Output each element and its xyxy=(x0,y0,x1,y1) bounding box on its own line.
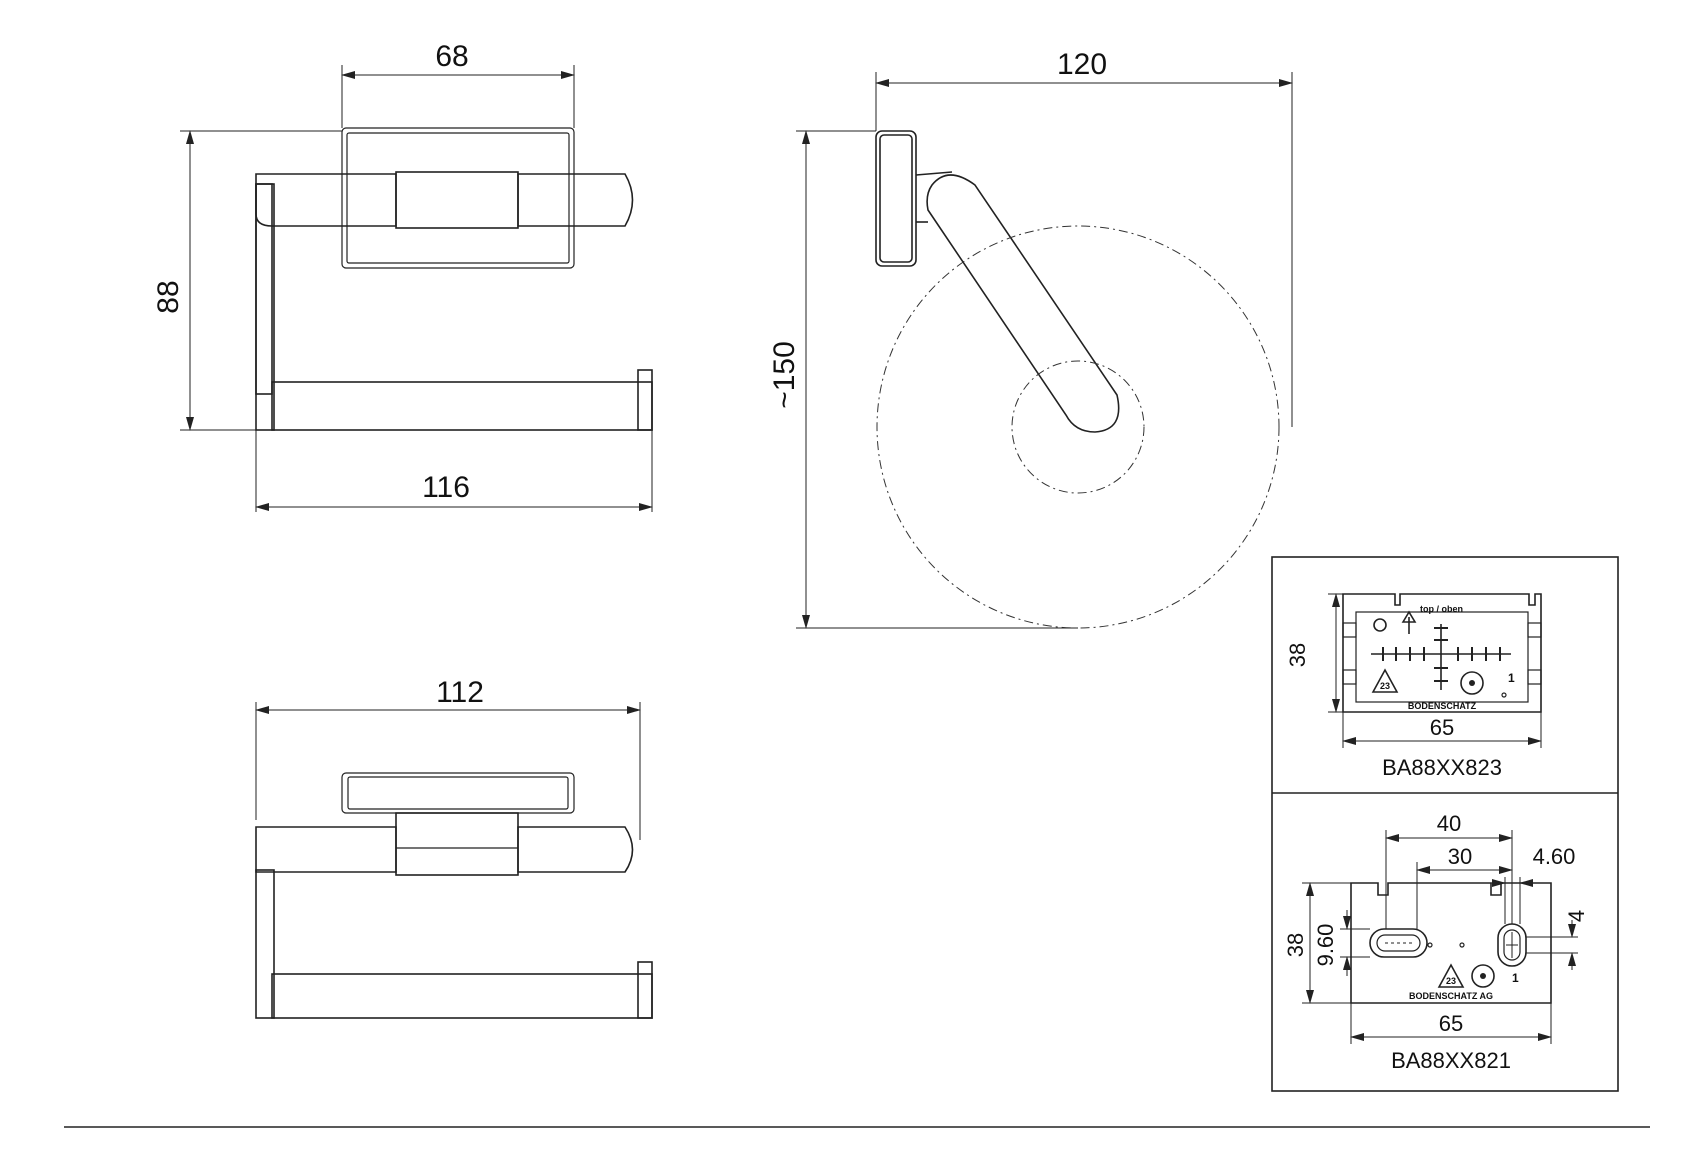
plate-821-dim-960: 9.60 xyxy=(1313,924,1338,967)
plate-821-height: 38 xyxy=(1283,933,1308,957)
plate-821-dim-40: 40 xyxy=(1437,811,1461,836)
plate-821-dim-460: 4.60 xyxy=(1533,844,1576,869)
core-outline xyxy=(1011,360,1145,494)
plate-821-code: BA88XX821 xyxy=(1391,1048,1511,1073)
dim-roll-width: 120 xyxy=(1057,48,1107,81)
dim-bottom-length: 112 xyxy=(436,676,484,709)
dim-height: 88 xyxy=(152,280,185,313)
plate-823-recycle: 23 xyxy=(1380,681,1390,691)
plate-821-dim-4: 4 xyxy=(1564,910,1589,922)
plate-823-width: 65 xyxy=(1430,715,1454,740)
plate-821-brand: BODENSCHATZ AG xyxy=(1409,991,1493,1001)
plate-823-top-label: top / oben xyxy=(1420,604,1463,614)
roll-outline xyxy=(876,225,1280,629)
detail-frame xyxy=(1271,556,1619,1092)
plate-823: top / oben 23 1 BODENSCHATZ xyxy=(1285,593,1542,780)
side-view: 120 ~150 xyxy=(768,48,1293,629)
plate-821-number: 1 xyxy=(1512,971,1519,985)
plate-821-recycle: 23 xyxy=(1446,976,1456,986)
plate-823-code: BA88XX823 xyxy=(1382,755,1502,780)
plate-823-brand: BODENSCHATZ xyxy=(1408,701,1477,711)
front-view: 68 88 116 xyxy=(152,40,653,512)
date-wheel-icon xyxy=(1460,671,1484,695)
top-view: 112 xyxy=(255,676,653,1019)
plate-821-dim-30: 30 xyxy=(1448,844,1472,869)
plate-823-height: 38 xyxy=(1285,643,1310,667)
plate-821-width: 65 xyxy=(1439,1011,1463,1036)
plate-821: 23 1 BODENSCHATZ AG 40 30 4.60 4 9.60 xyxy=(1283,811,1589,1073)
plate-823-number: 1 xyxy=(1508,671,1515,685)
dim-length: 116 xyxy=(422,471,470,504)
dim-top-width: 68 xyxy=(435,40,468,73)
dim-roll-height: ~150 xyxy=(768,341,801,409)
